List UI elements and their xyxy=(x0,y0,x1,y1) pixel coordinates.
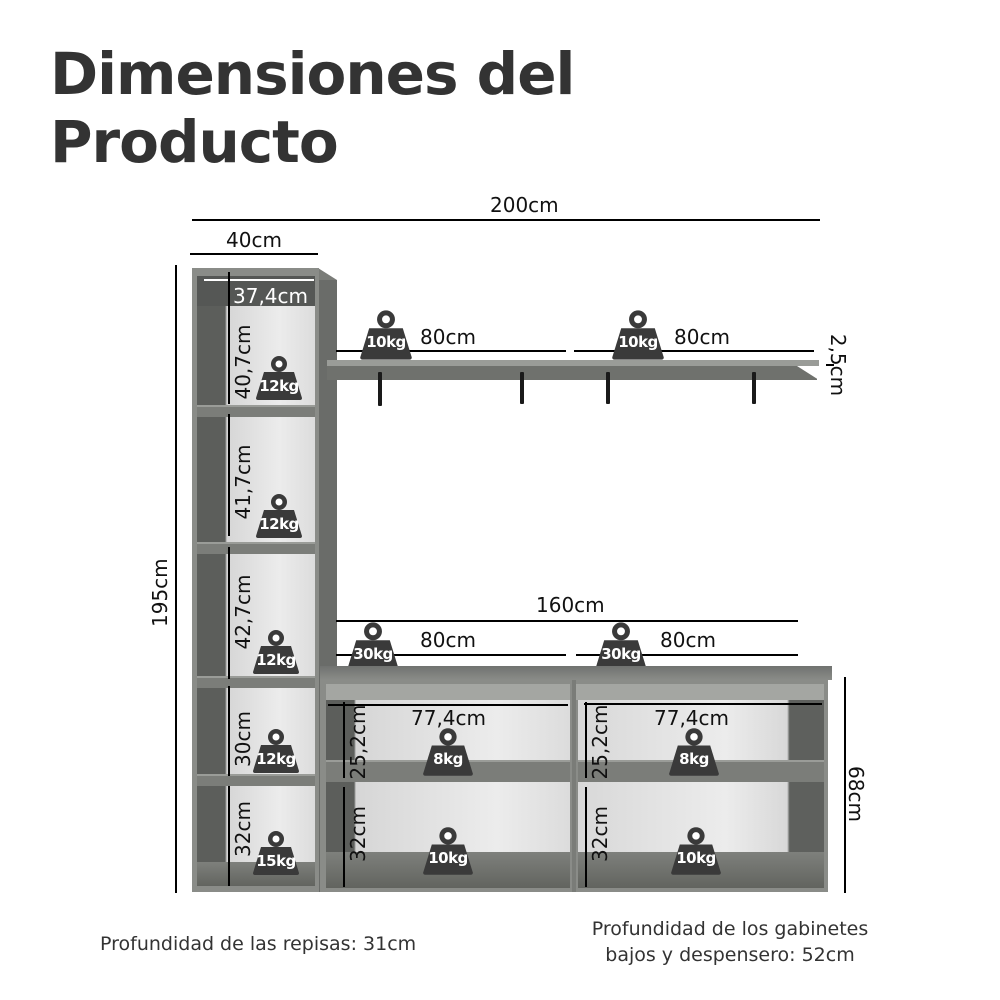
page-title: Dimensiones del Producto xyxy=(50,40,575,176)
tower-weight-5: 15kg xyxy=(256,852,296,870)
tower-weight-1: 12kg xyxy=(259,377,299,395)
base-top-right-weight: 30kg xyxy=(601,645,641,663)
cabinet-depth-caption-line-1: Profundidad de los gabinetes xyxy=(591,918,869,940)
shelf-bracket xyxy=(378,372,382,406)
weight-icon: 12kg xyxy=(251,630,301,674)
tower-weight-3: 12kg xyxy=(256,651,296,669)
wall-shelf-left-line xyxy=(336,350,566,352)
base-right-line xyxy=(576,654,798,656)
wall-shelf xyxy=(327,360,819,382)
tower-compartment-3-height-line xyxy=(228,547,230,679)
cabinet-right-upper-weight: 8kg xyxy=(679,750,709,768)
base-width-label: 160cm xyxy=(536,593,605,617)
cabinet-right-lower-weight: 10kg xyxy=(676,849,716,867)
wall-shelf-right-weight: 10kg xyxy=(618,333,658,351)
shelf-depth-caption: Profundidad de las repisas: 31cm xyxy=(100,933,417,955)
weight-icon: 12kg xyxy=(254,356,304,400)
tower-weight-4: 12kg xyxy=(256,750,296,768)
tower-compartment-2-height: 41,7cm xyxy=(231,444,255,520)
tower-width-line xyxy=(190,253,318,255)
tower-weight-2: 12kg xyxy=(259,515,299,533)
tower-compartment-4-height-line xyxy=(228,686,230,776)
weight-icon: 12kg xyxy=(251,729,301,773)
weight-icon: 10kg xyxy=(669,827,723,875)
wall-shelf-left-weight: 10kg xyxy=(366,333,406,351)
weight-icon: 30kg xyxy=(593,622,649,672)
cabinet-left-upper-height-line xyxy=(343,702,345,778)
weight-icon: 8kg xyxy=(421,728,475,776)
cabinet-left-inner-width: 77,4cm xyxy=(411,706,487,730)
tower-unit xyxy=(192,268,337,892)
tower-compartment-1-height-line xyxy=(228,272,230,404)
base-top-left-weight: 30kg xyxy=(353,645,393,663)
cabinet-right-inner-width: 77,4cm xyxy=(654,706,730,730)
cabinet-depth-caption: Profundidad de los gabinetes bajos y des… xyxy=(560,916,900,968)
cabinet-left-width-line xyxy=(328,704,568,706)
title-line-1: Dimensiones del xyxy=(50,40,575,108)
tower-compartment-3 xyxy=(197,554,315,678)
cabinet-right-upper-height-line xyxy=(585,702,587,778)
weight-icon: 10kg xyxy=(358,310,414,360)
total-width-line xyxy=(192,219,820,221)
weight-icon: 10kg xyxy=(421,827,475,875)
weight-icon: 10kg xyxy=(610,310,666,360)
cabinet-right-width-line xyxy=(584,703,822,705)
shelf-bracket xyxy=(752,372,756,404)
base-width-line xyxy=(336,620,798,622)
shelf-bracket xyxy=(520,372,524,404)
cabinet-left-lower-height: 32cm xyxy=(346,806,370,862)
cabinet-right-upper-height: 25,2cm xyxy=(588,704,612,780)
tower-compartment-5-height-line xyxy=(228,786,230,886)
cabinet-right-lower-height-line xyxy=(585,787,587,887)
total-width-label: 200cm xyxy=(490,193,559,217)
tower-inner-width-line xyxy=(204,279,314,281)
weight-icon: 30kg xyxy=(345,622,401,672)
base-cabinet-unit xyxy=(320,666,832,892)
shelf-thickness-label: 2,5cm xyxy=(826,333,850,397)
base-left-width: 80cm xyxy=(420,628,476,652)
base-left-line xyxy=(336,654,566,656)
weight-icon: 8kg xyxy=(667,728,721,776)
tower-compartment-1-height: 40,7cm xyxy=(231,324,255,400)
cabinet-depth-caption-line-2: bajos y despensero: 52cm xyxy=(605,944,855,966)
weight-icon: 12kg xyxy=(254,494,304,538)
wall-shelf-right-line xyxy=(574,350,814,352)
cabinet-left-upper-weight: 8kg xyxy=(433,750,463,768)
total-height-label: 195cm xyxy=(148,558,172,627)
cabinet-left-upper-height: 25,2cm xyxy=(346,704,370,780)
shelf-bracket xyxy=(606,372,610,404)
tower-width-label: 40cm xyxy=(226,228,282,252)
tower-inner-width-label: 37,4cm xyxy=(233,284,309,308)
cabinet-right-lower-height: 32cm xyxy=(588,806,612,862)
wall-shelf-left-width: 80cm xyxy=(420,325,476,349)
tower-compartment-2-height-line xyxy=(228,414,230,536)
wall-shelf-right-width: 80cm xyxy=(674,325,730,349)
base-height-label: 68cm xyxy=(844,766,868,822)
cabinet-left-lower-height-line xyxy=(343,787,345,887)
weight-icon: 15kg xyxy=(251,831,301,875)
base-height-line xyxy=(844,677,846,893)
cabinet-left-lower-weight: 10kg xyxy=(428,849,468,867)
base-right-width: 80cm xyxy=(660,628,716,652)
total-height-line xyxy=(175,265,177,893)
title-line-2: Producto xyxy=(50,108,339,176)
shelf-thickness-tick xyxy=(826,364,834,366)
